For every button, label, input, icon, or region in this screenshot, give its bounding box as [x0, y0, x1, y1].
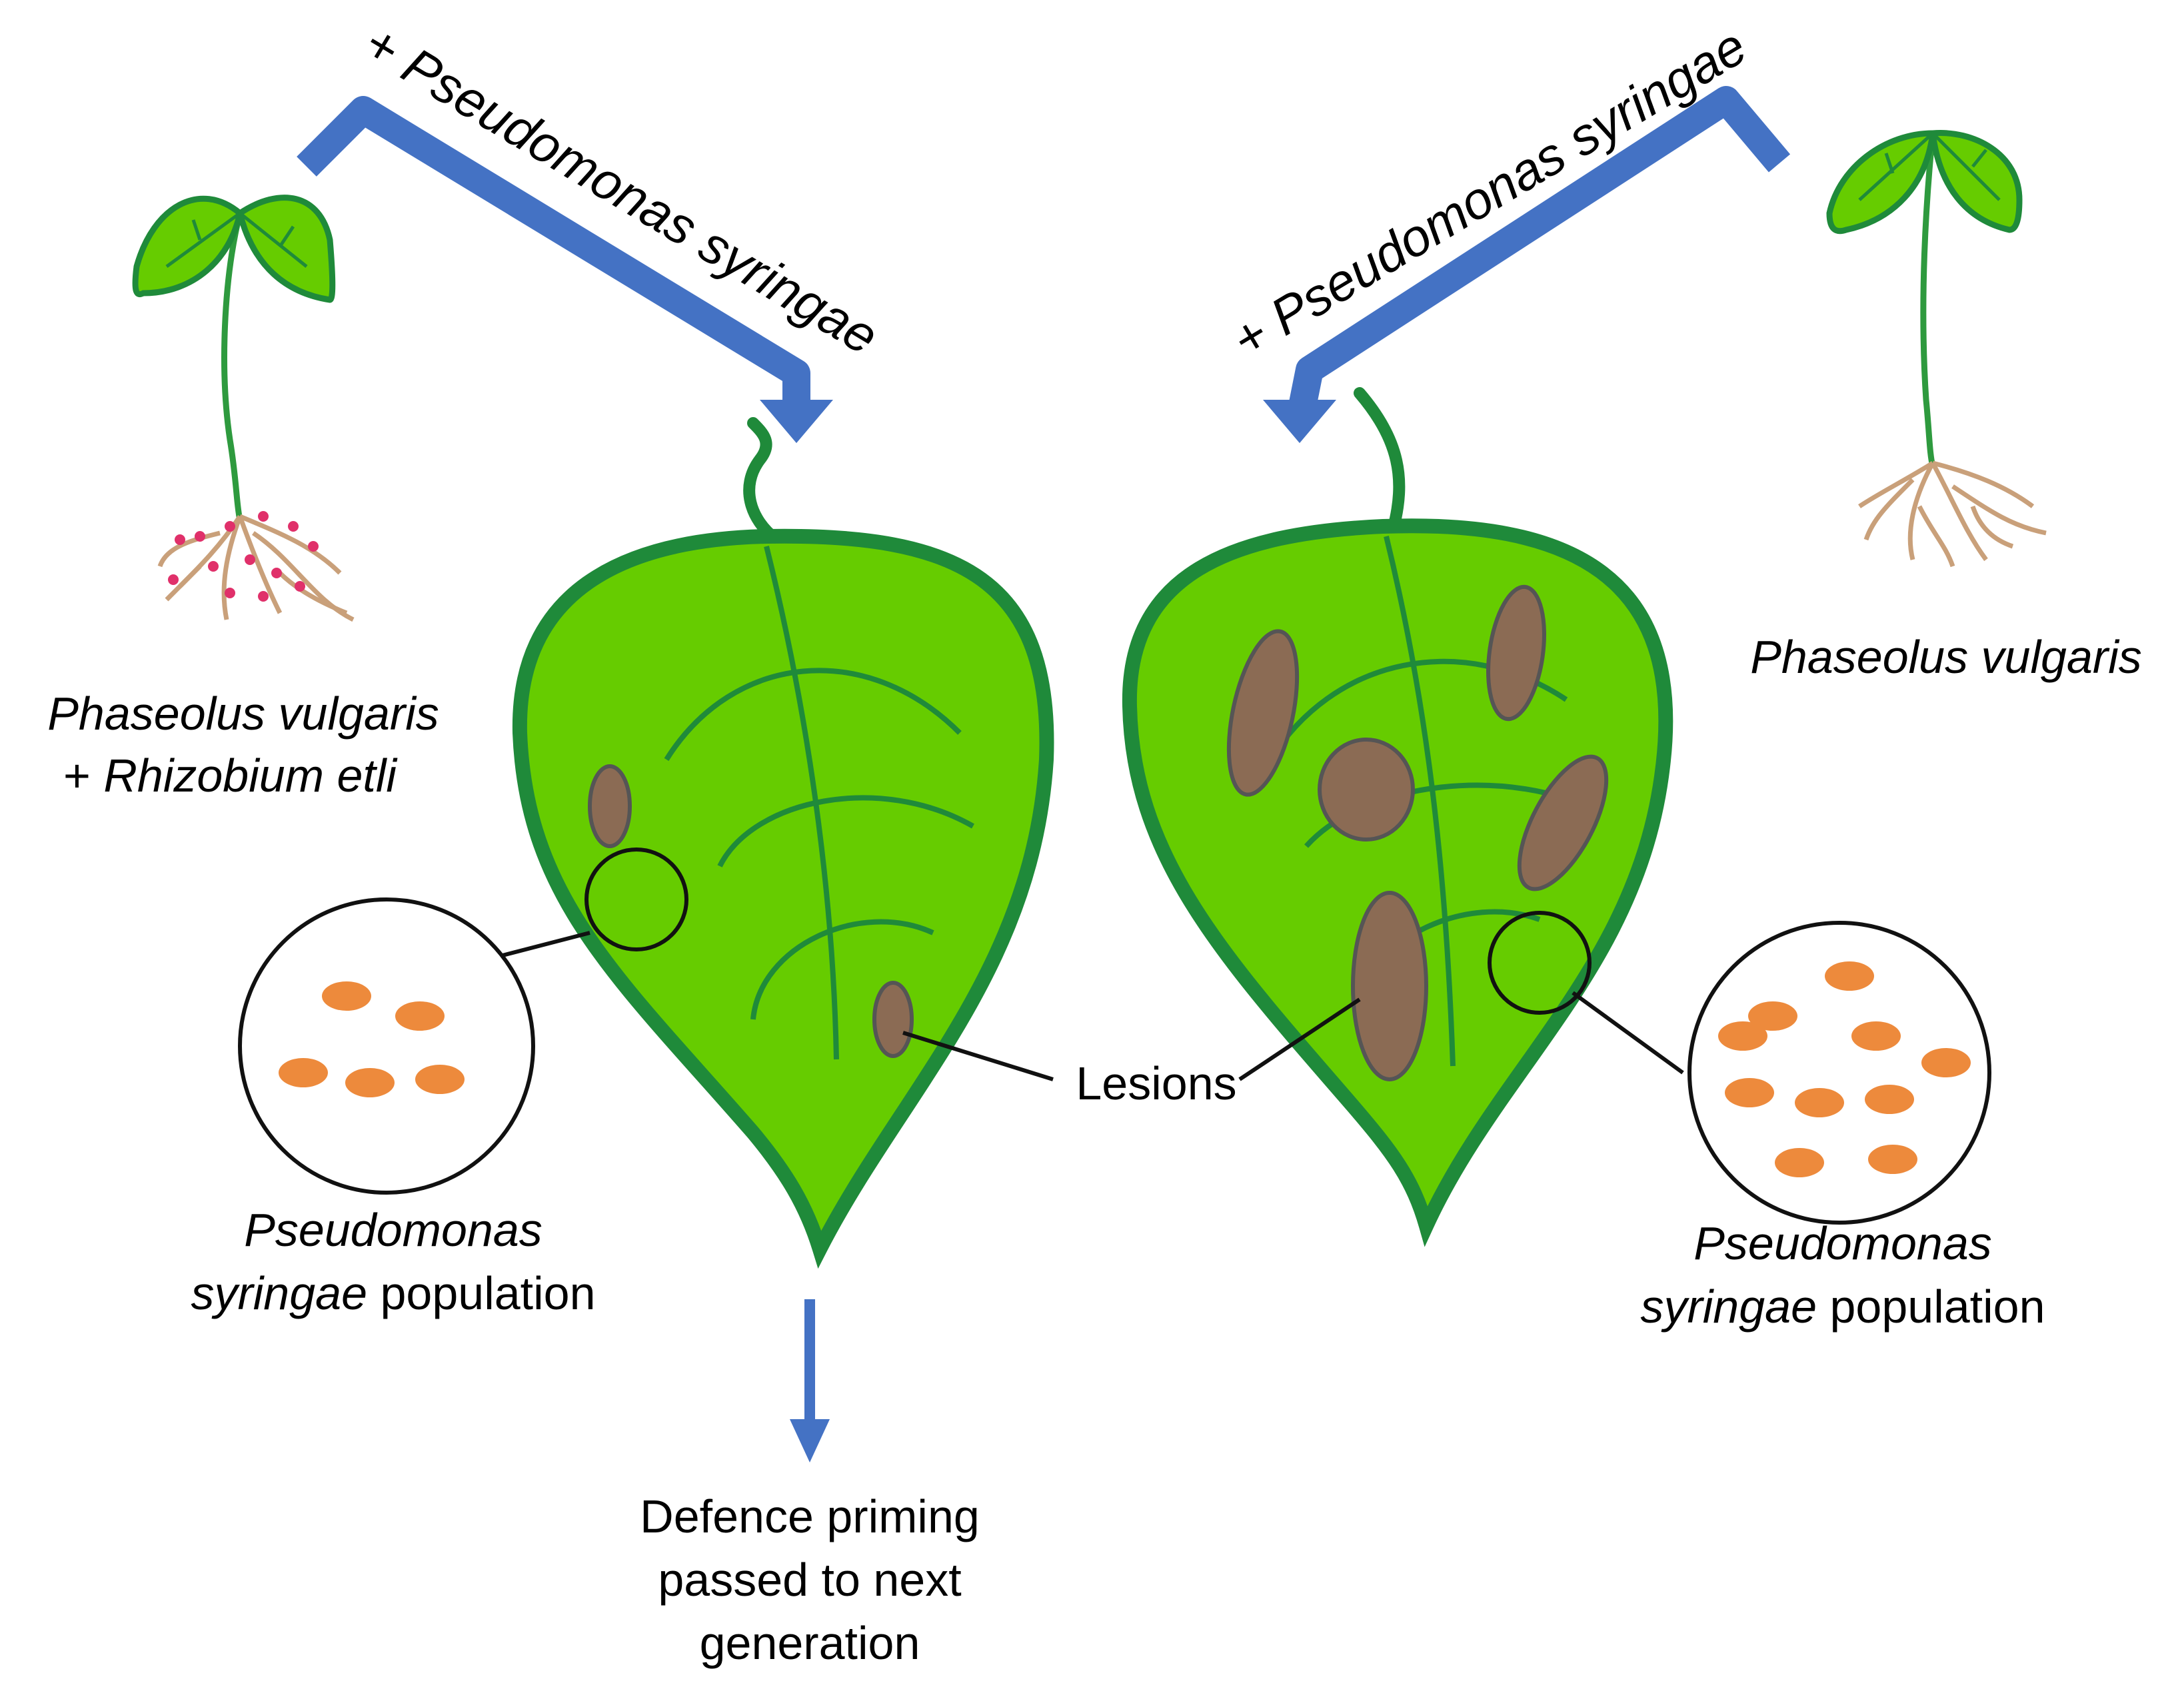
- outcome-line3: generation: [700, 1617, 920, 1669]
- left-inoculation-arrow: [297, 96, 833, 443]
- zoom-circle: [584, 848, 688, 951]
- bacteria-cells: [1718, 961, 1971, 1177]
- left-population-label-line1: Pseudomonas: [244, 1204, 543, 1256]
- lesion: [872, 981, 914, 1058]
- zoom-circle: [1488, 911, 1592, 1015]
- left-seedling-roots: [157, 514, 355, 622]
- lesion: [1318, 738, 1415, 842]
- left-seedling-leaf-1: [132, 195, 243, 297]
- lesions-pointers: [902, 997, 1361, 1081]
- outcome-line2: passed to next: [658, 1554, 961, 1606]
- left-seedling: [132, 195, 355, 622]
- lesion: [1486, 584, 1546, 722]
- bacteria-cells: [279, 981, 465, 1097]
- left-population-circle: [238, 897, 590, 1195]
- left-leaf-veins: [664, 546, 974, 1060]
- left-leaf: [512, 417, 1054, 1269]
- right-plant-label: Phaseolus vulgaris: [1750, 631, 2142, 683]
- right-population-label-line2: syringae population: [1640, 1281, 2045, 1333]
- left-leaf-stem: [743, 417, 782, 546]
- lesion: [588, 764, 632, 848]
- right-population-label-line1: Pseudomonas: [1693, 1217, 1992, 1269]
- outcome-line1: Defence priming: [640, 1490, 980, 1542]
- right-leaf-blade: [1122, 518, 1673, 1247]
- lesion: [1351, 891, 1428, 1081]
- lesions-label: Lesions: [1076, 1057, 1236, 1109]
- right-population-circle: [1572, 921, 1991, 1225]
- left-plant-label-line1: Phaseolus vulgaris: [47, 688, 439, 740]
- left-leaf-blade: [512, 528, 1054, 1269]
- right-leaf: [1122, 387, 1673, 1247]
- right-arrow-label: + Pseudomonas syringae: [1222, 17, 1756, 370]
- lesion: [1226, 629, 1300, 797]
- right-seedling: [1826, 130, 2047, 568]
- left-arrow-label: + Pseudomonas syringae: [354, 13, 888, 366]
- right-leaf-stem: [1354, 387, 1406, 536]
- lesion: [1517, 754, 1609, 891]
- right-seedling-roots: [1858, 460, 2047, 568]
- generation-arrow: [790, 1299, 830, 1462]
- left-population-label-line2: syringae population: [191, 1267, 595, 1319]
- right-inoculation-arrow: [1263, 86, 1791, 443]
- root-nodules: [168, 511, 319, 602]
- left-plant-label-line2: + Rhizobium etli: [63, 750, 398, 802]
